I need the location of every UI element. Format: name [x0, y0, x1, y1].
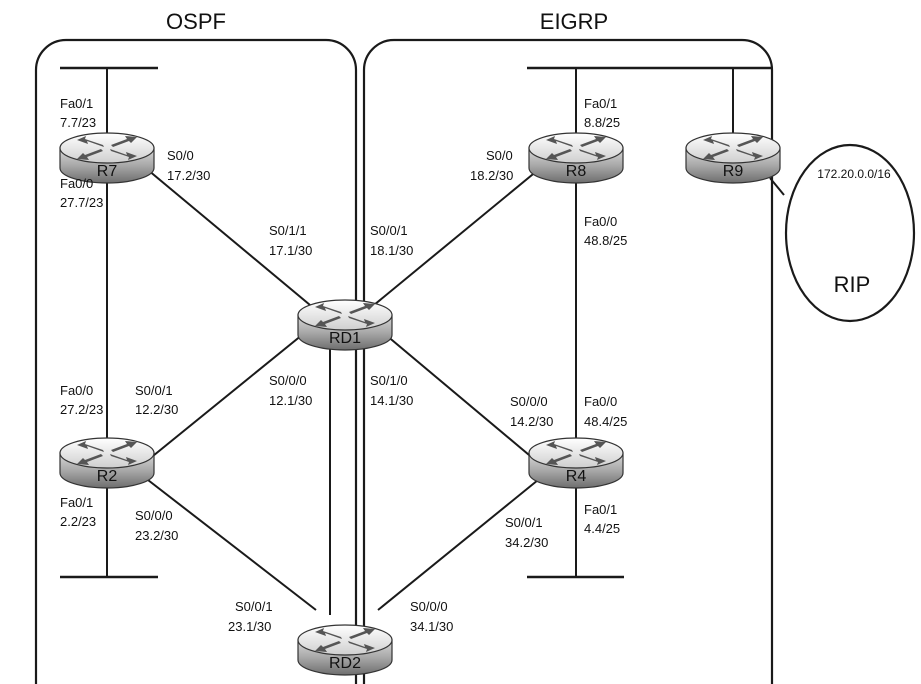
interface-name: S0/0/1 [370, 223, 408, 238]
router-r9: R9 [685, 132, 781, 184]
r8-rd1-link [373, 169, 539, 306]
interface-address: 14.2/30 [510, 414, 553, 429]
router-label-r2: R2 [97, 468, 118, 485]
interface-address: 18.1/30 [370, 243, 413, 258]
interface-address: 7.7/23 [60, 115, 96, 130]
interface-name: S0/0/1 [235, 599, 273, 614]
interface-name: Fa0/1 [584, 502, 617, 517]
interface-name: S0/0/1 [505, 515, 543, 530]
interface-name: S0/0/0 [410, 599, 448, 614]
router-r7: R7 [59, 132, 155, 184]
interface-address: 12.2/30 [135, 402, 178, 417]
router-label-r9: R9 [723, 163, 744, 180]
interface-name: S0/0 [167, 148, 194, 163]
r4-rd2-link [377, 479, 539, 611]
interface-name: S0/0 [486, 148, 513, 163]
interface-labels: Fa0/1 7.7/23 S0/0 17.2/30 Fa0/0 27.7/23 … [60, 96, 627, 634]
rd1-r4-link [385, 334, 536, 461]
rip-area-title: RIP [834, 272, 871, 297]
interface-address: 12.1/30 [269, 393, 312, 408]
router-r2: R2 [59, 437, 155, 489]
router-rd2: RD2 [297, 624, 393, 676]
eigrp-area-title: EIGRP [540, 9, 608, 34]
interface-name: Fa0/0 [60, 383, 93, 398]
router-label-r8: R8 [566, 163, 587, 180]
router-label-r4: R4 [566, 468, 587, 485]
interface-name: S0/1/0 [370, 373, 408, 388]
interface-name: Fa0/1 [60, 96, 93, 111]
ospf-area-boundary [34, 38, 358, 684]
r7-rd1-link [147, 169, 311, 306]
ospf-area-title: OSPF [166, 9, 226, 34]
interface-address: 2.2/23 [60, 514, 96, 529]
interface-name: Fa0/1 [584, 96, 617, 111]
interface-address: 48.8/25 [584, 233, 627, 248]
interface-name: Fa0/1 [60, 495, 93, 510]
r2-rd1-link [147, 334, 303, 461]
interface-address: 34.2/30 [505, 535, 548, 550]
interface-name: S0/1/1 [269, 223, 307, 238]
interface-address: 17.1/30 [269, 243, 312, 258]
interface-address: 14.1/30 [370, 393, 413, 408]
interface-address: 23.1/30 [228, 619, 271, 634]
interface-address: 23.2/30 [135, 528, 178, 543]
interface-name: Fa0/0 [60, 176, 93, 191]
eigrp-area-boundary [362, 38, 774, 684]
interface-address: 17.2/30 [167, 168, 210, 183]
interface-name: S0/0/0 [135, 508, 173, 523]
interface-address: 8.8/25 [584, 115, 620, 130]
interface-name: Fa0/0 [584, 394, 617, 409]
interface-address: 18.2/30 [470, 168, 513, 183]
interface-address: 48.4/25 [584, 414, 627, 429]
r9-rip-link [769, 177, 785, 196]
interface-name: S0/0/1 [135, 383, 173, 398]
interface-address: 34.1/30 [410, 619, 453, 634]
interface-name: S0/0/0 [510, 394, 548, 409]
rip-area-boundary [784, 143, 916, 323]
router-label-r7: R7 [97, 163, 118, 180]
interface-address: 27.2/23 [60, 402, 103, 417]
interface-name: Fa0/0 [584, 214, 617, 229]
interface-address: 4.4/25 [584, 521, 620, 536]
router-r8: R8 [528, 132, 624, 184]
router-label-rd2: RD2 [329, 655, 361, 672]
interface-address: 27.7/23 [60, 195, 103, 210]
interface-name: S0/0/0 [269, 373, 307, 388]
router-rd1: RD1 [297, 299, 393, 351]
rip-network-label: 172.20.0.0/16 [817, 167, 891, 181]
router-label-rd1: RD1 [329, 330, 361, 347]
r2-rd2-link [147, 479, 317, 611]
router-r4: R4 [528, 437, 624, 489]
